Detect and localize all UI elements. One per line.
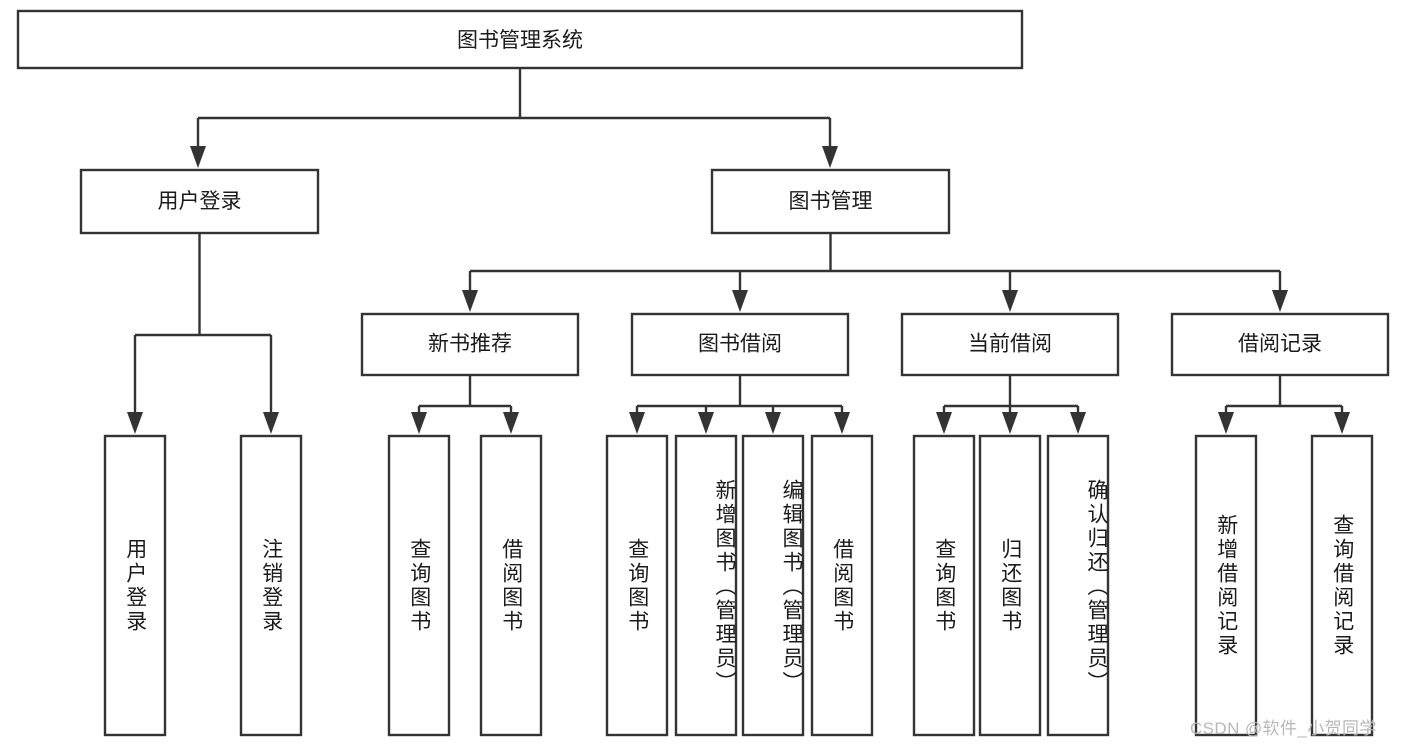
- node-new-book-rect: [360, 312, 580, 377]
- node-borrow-record[interactable]: 借阅记录: [1170, 312, 1390, 377]
- leaf-query-book-c-rect[interactable]: [912, 434, 976, 737]
- arrow-to-new-book: [462, 290, 478, 312]
- node-user-login-rect: [79, 168, 320, 235]
- node-current-borrow[interactable]: 当前借阅: [900, 312, 1120, 377]
- leaf-edit-book-rect[interactable]: [741, 434, 805, 737]
- node-book-borrow-label: 图书借阅: [698, 333, 782, 356]
- arrow-to-book-manage: [822, 146, 838, 168]
- edge-borrow-record-bus: [1218, 375, 1350, 434]
- csdn-watermark: CSDN @软件_小贺同学: [1190, 719, 1377, 738]
- arrow-to-leaf-borrow-book-a: [503, 412, 519, 434]
- node-book-manage[interactable]: 图书管理: [710, 168, 951, 235]
- node-user-login[interactable]: 用户登录: [79, 168, 320, 235]
- edge-root-bus: [190, 68, 838, 168]
- leaf-query-record-rect[interactable]: [1310, 434, 1374, 737]
- leaf-add-record-rect[interactable]: [1194, 434, 1258, 737]
- arrow-to-borrow-record: [1272, 290, 1288, 312]
- leaf-add-book-rect[interactable]: [674, 434, 738, 737]
- node-new-book[interactable]: 新书推荐: [360, 312, 580, 377]
- arrow-to-current-borrow: [1002, 290, 1018, 312]
- edge-user-login-bus: [127, 233, 279, 434]
- node-root[interactable]: 图书管理系统: [16, 9, 1024, 70]
- node-book-manage-label: 图书管理: [789, 190, 873, 213]
- arrow-to-leaf-query-book-c: [936, 412, 952, 434]
- arrow-to-leaf-confirm-return: [1070, 412, 1086, 434]
- node-root-rect: [16, 9, 1024, 70]
- arrow-to-leaf-query-record: [1334, 412, 1350, 434]
- node-borrow-record-label: 借阅记录: [1238, 333, 1322, 356]
- arrow-to-leaf-logout: [263, 412, 279, 434]
- node-user-login-label: 用户登录: [158, 190, 242, 213]
- node-new-book-label: 新书推荐: [428, 333, 512, 356]
- node-book-borrow[interactable]: 图书借阅: [630, 312, 850, 377]
- arrow-to-leaf-borrow-book-b: [834, 412, 850, 434]
- leaf-return-book-rect[interactable]: [978, 434, 1042, 737]
- leaf-query-book-a-rect[interactable]: [387, 434, 451, 737]
- leaf-user-login-rect[interactable]: [103, 434, 167, 737]
- leaf-borrow-book-a-rect[interactable]: [479, 434, 543, 737]
- node-current-borrow-rect: [900, 312, 1120, 377]
- arrow-to-leaf-return-book: [1002, 412, 1018, 434]
- leaf-confirm-return-rect[interactable]: [1046, 434, 1110, 737]
- edge-book-borrow-bus: [629, 375, 850, 434]
- edge-current-borrow-bus: [936, 375, 1086, 434]
- arrow-to-user-login: [190, 146, 206, 168]
- edge-new-book-bus: [411, 375, 519, 434]
- arrow-to-book-borrow: [732, 290, 748, 312]
- edge-book-manage-bus: [462, 233, 1288, 312]
- arrow-to-leaf-query-book-b: [629, 412, 645, 434]
- leaf-logout-rect[interactable]: [239, 434, 303, 737]
- arrow-to-leaf-add-record: [1218, 412, 1234, 434]
- arrow-to-leaf-add-book: [698, 412, 714, 434]
- arrow-to-leaf-user-login: [127, 412, 143, 434]
- arrow-to-leaf-edit-book: [765, 412, 781, 434]
- leaf-query-book-b-rect[interactable]: [605, 434, 669, 737]
- node-root-label: 图书管理系统: [457, 29, 583, 52]
- node-current-borrow-label: 当前借阅: [968, 333, 1052, 356]
- leaf-borrow-book-b-rect[interactable]: [810, 434, 874, 737]
- arrow-to-leaf-query-book-a: [411, 412, 427, 434]
